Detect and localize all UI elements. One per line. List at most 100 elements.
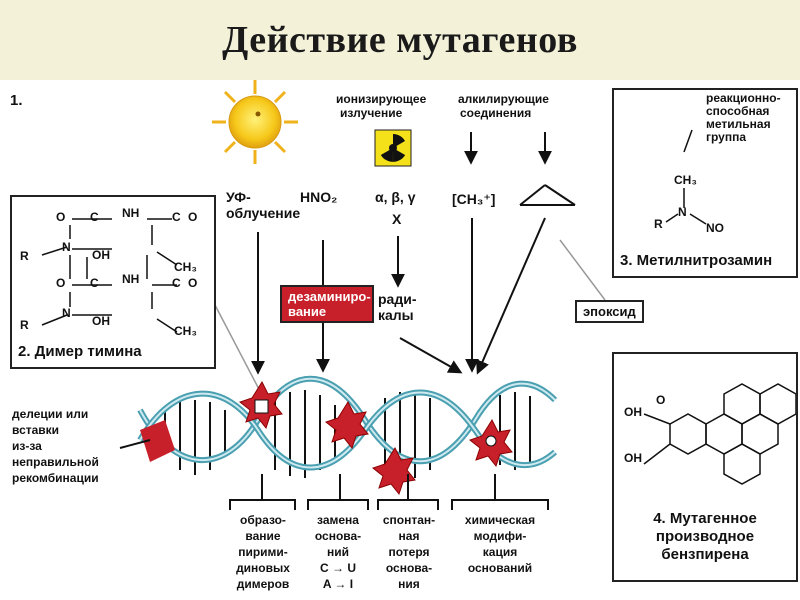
dimer-atom-C3: C — [90, 276, 99, 290]
col3-line-2: ная — [398, 529, 420, 543]
methyl-group-line-2: способная — [706, 104, 770, 118]
methyl-group-line-3: метильная — [706, 117, 771, 131]
dimer-atom-CH3a: CH₃ — [174, 260, 197, 274]
alkylating-label-1: алкилирующие — [458, 92, 549, 106]
sun-icon — [212, 80, 298, 164]
radicals-label-2: калы — [378, 307, 414, 323]
dimer-atom-O4: O — [188, 276, 198, 290]
col3-line-3: потеря — [388, 545, 430, 559]
dimer-atom-C4: C — [172, 276, 181, 290]
left-note-3: из-за — [12, 439, 42, 453]
nitros-atom-R: R — [654, 217, 663, 231]
col1-line-4: диновых — [236, 561, 290, 575]
dimer-atom-C2: C — [172, 210, 181, 224]
dimer-atom-CH3b: CH₃ — [174, 324, 197, 338]
dimer-atom-O2: O — [188, 210, 198, 224]
dimer-atom-N2: N — [62, 306, 71, 320]
methylnitrosamine-box: реакционно- способная метильная группа C… — [612, 88, 798, 278]
bracket-col3 — [377, 499, 439, 510]
left-note-1: делеции или — [12, 407, 89, 421]
benzpyrene-caption-1: 4. Мутагенное — [653, 510, 757, 527]
dimer-atom-R2: R — [20, 318, 29, 332]
benz-atom-OH1: OH — [624, 405, 642, 419]
col2-line-3: ний — [326, 545, 349, 559]
left-note-2: вставки — [12, 423, 60, 437]
nitros-atom-NO: NO — [706, 221, 724, 235]
col1-line-1: образо- — [240, 513, 286, 527]
epoxide-badge: эпоксид — [575, 300, 644, 323]
bracket-col4 — [451, 499, 549, 510]
epoxide-ring-icon — [519, 184, 576, 206]
ionizing-label-1: ионизирующее — [336, 92, 427, 106]
col2-line-1: замена — [317, 513, 359, 527]
bracket-col1 — [229, 499, 296, 510]
col1-line-5: димеров — [236, 577, 290, 591]
left-note-5: рекомбинации — [12, 471, 99, 485]
thymine-dimer-box: O C NH C O R N OH CH₃ O C NH C O R N OH … — [10, 195, 216, 369]
damage-dimer-core — [254, 399, 269, 414]
xray-label: X — [392, 211, 402, 227]
left-note-4: неправильной — [12, 455, 99, 469]
dimer-atom-OH1: OH — [92, 248, 110, 262]
methylnitrosamine-caption: 3. Метилнитрозамин — [620, 252, 773, 269]
ionizing-types-label: α, β, γ — [375, 189, 416, 205]
benzpyrene-caption-2: производное — [655, 528, 755, 545]
thymine-dimer-structure — [41, 218, 178, 333]
methyl-group-line-4: группа — [706, 130, 747, 144]
methylnitrosamine-structure — [665, 129, 707, 225]
col1-line-2: вание — [245, 529, 281, 543]
uv-label-2: облучение — [226, 205, 301, 221]
col2-line-5: A → I — [322, 577, 354, 591]
radiation-icon — [374, 129, 412, 167]
deamination-badge: дезаминиро- вание — [280, 285, 374, 323]
damage-chemical-core — [485, 435, 497, 447]
deamination-label-1: дезаминиро- — [288, 289, 371, 304]
bracket-col2 — [307, 499, 369, 510]
deletion-segment — [140, 420, 175, 462]
dimer-atom-N1: N — [62, 240, 71, 254]
benz-atom-O: O — [656, 393, 666, 407]
benzpyrene-box: O OH OH 4. Мутагенное производное бензпи… — [612, 352, 798, 582]
col4-line-3: кация — [482, 545, 518, 559]
dimer-atom-O1: O — [56, 210, 66, 224]
deletion-pointer — [119, 439, 151, 449]
col3-line-1: спонтан- — [382, 513, 436, 527]
ch3-label: [CH₃⁺] — [452, 191, 496, 207]
damage-marker-deamination — [324, 400, 369, 450]
methyl-group-line-1: реакционно- — [706, 91, 781, 105]
dimer-atom-NH2: NH — [122, 272, 140, 286]
nitros-atom-CH3: CH₃ — [674, 173, 697, 187]
nitros-atom-N: N — [678, 205, 687, 219]
col3-line-4: основа- — [385, 561, 433, 575]
col2-line-4: C → U — [320, 561, 356, 575]
deamination-label-2: вание — [288, 304, 327, 319]
dimer-atom-OH2: OH — [92, 314, 110, 328]
thymine-dimer-caption: 2. Димер тимина — [18, 343, 142, 360]
benz-atom-OH2: OH — [624, 451, 642, 465]
damage-marker-loss — [371, 446, 416, 496]
pointer-dimer — [214, 304, 263, 396]
pointer-methyl — [559, 239, 606, 301]
hno2-label: HNO₂ — [300, 189, 338, 205]
ionizing-label-2: излучение — [340, 106, 403, 120]
page-title: Действие мутагенов — [222, 19, 578, 61]
dimer-atom-C1: C — [90, 210, 99, 224]
dimer-atom-NH1: NH — [122, 206, 140, 220]
col4-line-4: оснований — [467, 561, 533, 575]
arrow-radicals — [399, 337, 463, 374]
col3-line-5: ния — [398, 577, 420, 591]
col2-line-2: основа- — [314, 529, 362, 543]
dimer-atom-R1: R — [20, 249, 29, 263]
alkylating-label-2: соединения — [460, 106, 532, 120]
col4-line-2: модифи- — [473, 529, 527, 543]
dimer-atom-O3: O — [56, 276, 66, 290]
title-band — [0, 0, 800, 80]
arrow-epoxide — [476, 217, 546, 375]
section-number: 1. — [10, 92, 23, 109]
col1-line-3: пирими- — [238, 545, 288, 559]
uv-label-1: УФ- — [226, 189, 251, 205]
col4-line-1: химическая — [464, 513, 536, 527]
radicals-label-1: ради- — [378, 291, 417, 307]
benzpyrene-structure — [643, 383, 796, 485]
